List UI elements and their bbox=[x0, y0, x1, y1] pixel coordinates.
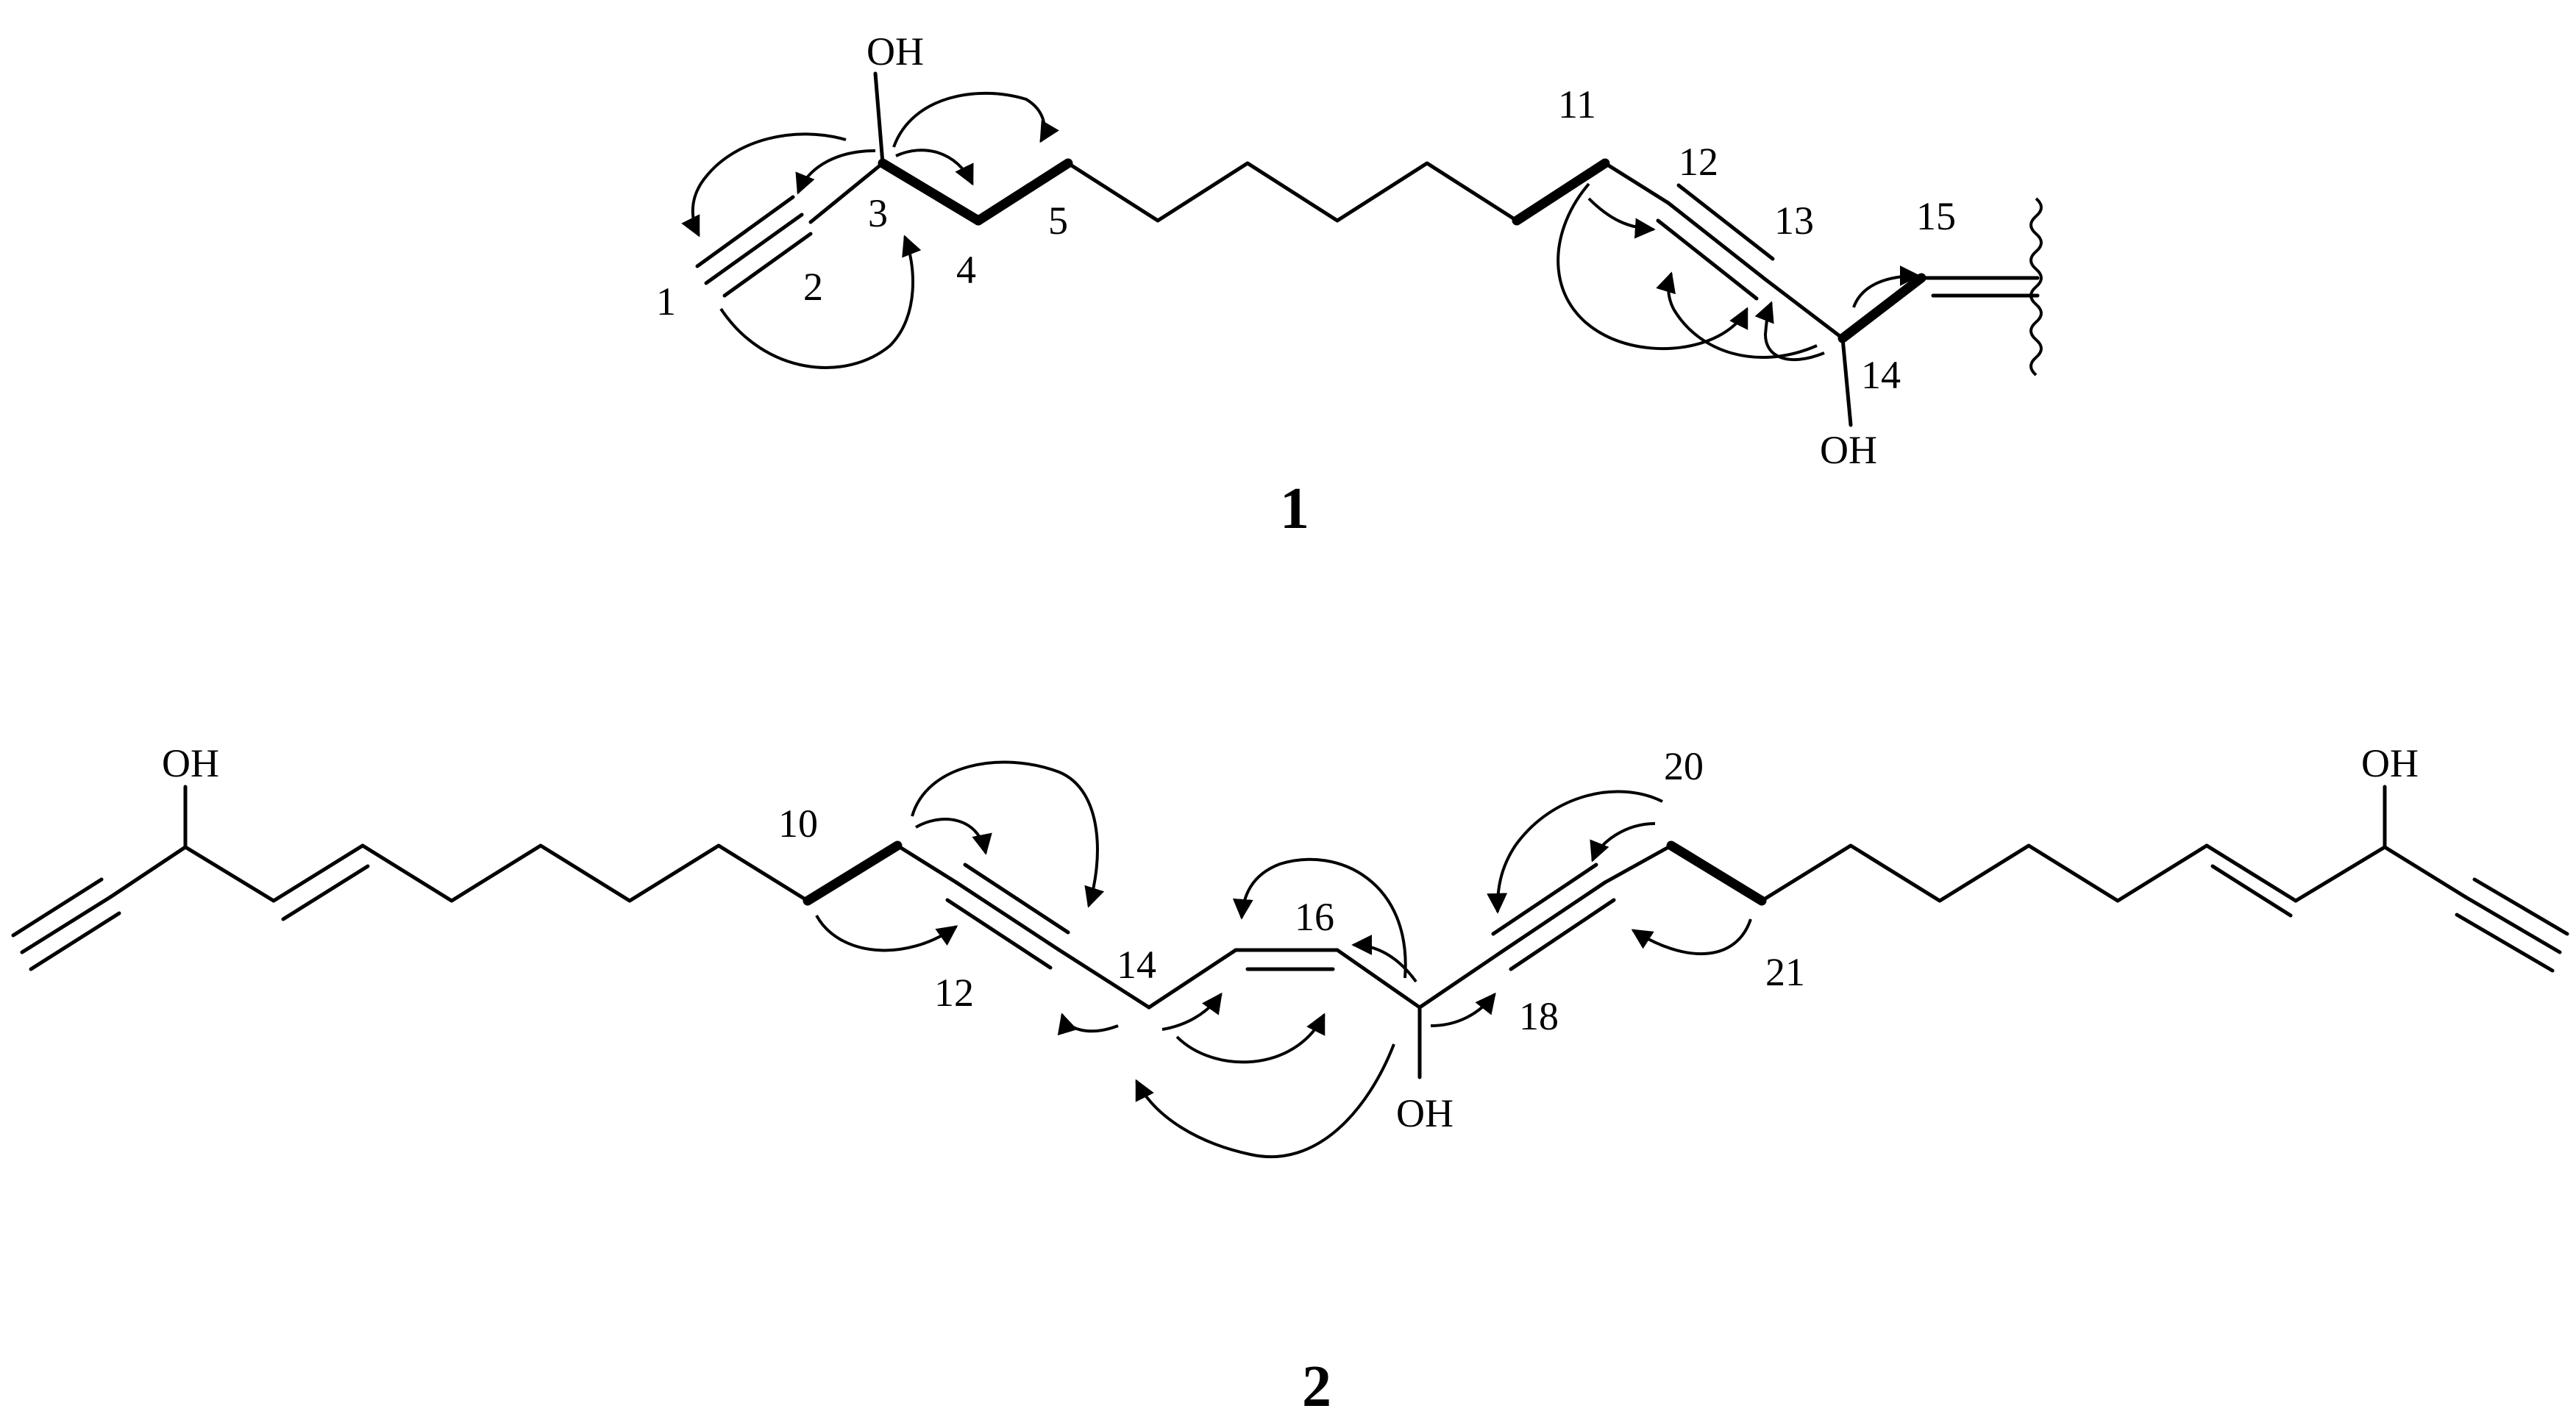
c12-c13-triple-bond bbox=[1656, 183, 1775, 301]
atom-label-14: 14 bbox=[1117, 943, 1156, 987]
c11-c12-bond bbox=[895, 843, 958, 885]
c14-c15-bond bbox=[1147, 948, 1238, 1010]
compound-1-caption: 1 bbox=[1280, 476, 1309, 541]
c19-c20-bond bbox=[1603, 843, 1673, 885]
c20-c21-bond-bold bbox=[1666, 840, 1767, 906]
compound-1-structure: OH 1 2 3 4 5 11 12 13 14 15 OH 1 bbox=[656, 29, 2043, 541]
atom-label-1: 1 bbox=[656, 279, 676, 324]
left-carbinol-alkene-bond bbox=[183, 845, 276, 903]
c2-c3-bond bbox=[808, 161, 885, 224]
left-hydroxyl-label: OH bbox=[162, 741, 219, 785]
left-terminal-triple-bond bbox=[11, 877, 121, 971]
c3-oh-bond bbox=[873, 71, 885, 165]
atom-label-3: 3 bbox=[868, 191, 888, 235]
left-trans-double-bond-b bbox=[281, 864, 370, 921]
c14-hydroxyl-label: OH bbox=[1820, 428, 1877, 472]
atom-label-12: 12 bbox=[1679, 140, 1718, 184]
right-terminal-triple-bond bbox=[2455, 877, 2569, 973]
atom-label-21: 21 bbox=[1765, 950, 1805, 994]
atom-label-12: 12 bbox=[934, 971, 974, 1015]
left-alkyne-carbinol-bond bbox=[108, 845, 188, 899]
c13-c14-bond bbox=[1057, 948, 1151, 1010]
c3-hydroxyl-label: OH bbox=[867, 29, 924, 74]
c14-c15-bond-bold bbox=[1837, 273, 1926, 343]
center-hydroxyl-label: OH bbox=[1396, 1091, 1454, 1135]
left-methylene-chain bbox=[360, 843, 810, 903]
atom-label-2: 2 bbox=[803, 265, 823, 309]
atom-label-18: 18 bbox=[1519, 994, 1559, 1038]
right-trans-double-bond-a bbox=[2205, 843, 2298, 903]
atom-label-20: 20 bbox=[1664, 744, 1704, 788]
c3-c4-bond-bold bbox=[878, 158, 983, 226]
atom-label-14: 14 bbox=[1861, 353, 1901, 397]
c1-c3-triple-bond bbox=[695, 195, 813, 298]
right-carbinol-alkyne-bond bbox=[2383, 845, 2468, 899]
right-trans-double-bond-b bbox=[2210, 864, 2293, 918]
left-trans-double-bond-a bbox=[271, 843, 365, 903]
atom-label-16: 16 bbox=[1295, 895, 1334, 939]
right-hydroxyl-label: OH bbox=[2361, 741, 2419, 785]
c10-c11-bond-bold bbox=[1512, 158, 1610, 226]
atom-label-11: 11 bbox=[1558, 82, 1596, 126]
compound-2-structure: OH 10 12 14 16 18 20 21 OH OH 2 bbox=[11, 741, 2569, 1419]
c10-c11-bond-bold bbox=[803, 840, 903, 906]
c13-c14-bond bbox=[1763, 277, 1845, 340]
c4-c5-bond-bold bbox=[973, 158, 1073, 226]
wavy-truncation-bond bbox=[2029, 197, 2043, 376]
c16-c17-bond bbox=[1335, 948, 1422, 1010]
atom-label-4: 4 bbox=[956, 248, 976, 292]
compound-1-correlation-arrows bbox=[681, 91, 1921, 369]
compound-2-caption: 2 bbox=[1302, 1354, 1331, 1419]
atom-label-13: 13 bbox=[1774, 199, 1814, 243]
c17-c18-bond bbox=[1417, 949, 1504, 1010]
c14-oh-bond bbox=[1840, 336, 1853, 427]
atom-label-5: 5 bbox=[1048, 199, 1068, 243]
atom-label-10: 10 bbox=[778, 802, 818, 846]
c5-c10-chain bbox=[1066, 161, 1519, 223]
c18-c19-triple-bond bbox=[1491, 863, 1616, 971]
atom-label-15: 15 bbox=[1916, 194, 1956, 238]
c12-c13-triple-bond bbox=[945, 863, 1070, 970]
right-methylene-chain bbox=[1760, 843, 2209, 903]
c11-c12-bond bbox=[1603, 161, 1671, 205]
compound-2-correlation-arrows bbox=[815, 760, 1752, 1159]
right-alkene-carbinol-bond bbox=[2294, 845, 2387, 903]
